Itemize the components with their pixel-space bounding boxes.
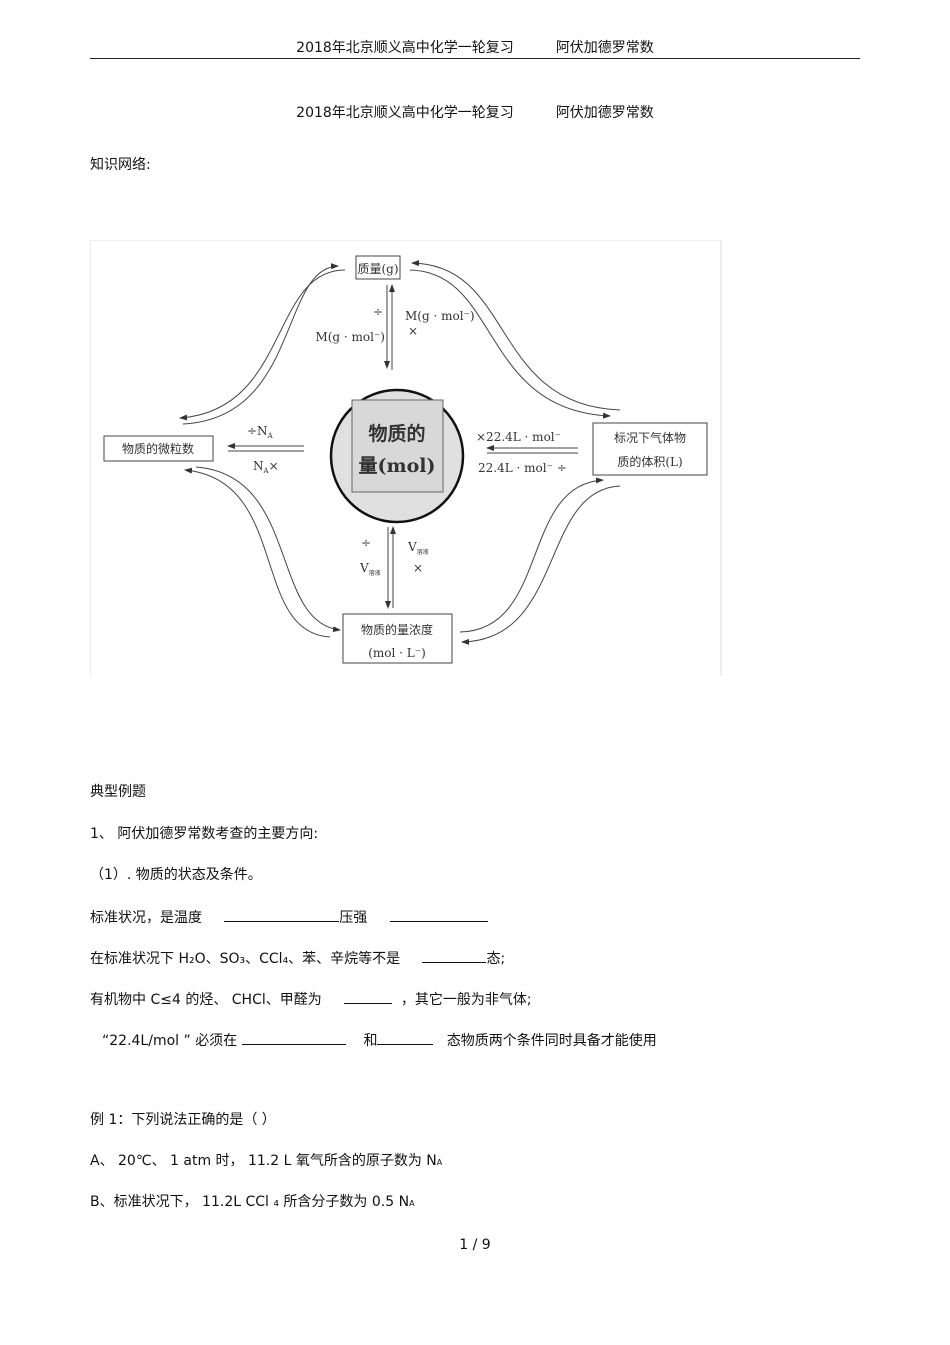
bottom-right-label: V溶液 — [407, 540, 429, 556]
top-right-label: M(g · mol⁻) — [405, 309, 475, 323]
section-examples-heading: 典型例题 — [90, 784, 146, 800]
document-title: 2018年北京顺义高中化学一轮复习 阿伏加德罗常数 — [0, 104, 950, 122]
curve-arrow-top-right-in — [411, 260, 621, 411]
curve-arrow-bottom-left-in — [184, 467, 331, 638]
top-left-label: M(g · mol⁻) — [315, 330, 385, 344]
concentration-box — [342, 613, 453, 664]
blank-condition[interactable] — [241, 1030, 346, 1045]
particles-box — [103, 435, 214, 462]
header-title: 2018年北京顺义高中化学一轮复习 — [296, 40, 514, 56]
right-mul-label: ×22.4L · mol⁻ — [476, 430, 561, 444]
question-1-part-1: （1）. 物质的状态及条件。 — [90, 867, 262, 883]
straight-arrows — [227, 284, 578, 609]
diagram-frame — [90, 240, 722, 676]
bottom-mul-sign: × — [413, 561, 423, 575]
top-mul-sign: × — [408, 324, 418, 338]
curve-arrow-bottom-right-out — [459, 477, 604, 633]
line-stp: 标准状况，是温度 压强 — [90, 907, 488, 927]
center-square — [351, 399, 444, 493]
mass-box — [355, 255, 401, 280]
gas-volume-box — [592, 422, 708, 476]
example-1: 例 1：下列说法正确的是（ ） — [90, 1112, 276, 1128]
blank-organic-state[interactable] — [344, 989, 392, 1004]
particles-box-label: 物质的微粒数 — [122, 441, 194, 456]
line-non-gas: 在标准状况下 H₂O、SO₃、CCl₄、苯、辛烷等不是 态; — [90, 948, 505, 968]
title-topic: 阿伏加德罗常数 — [555, 105, 654, 121]
blank-temperature[interactable] — [224, 907, 340, 922]
gas-volume-label-line2: 质的体积(L) — [617, 454, 682, 469]
blank-pressure[interactable] — [389, 907, 488, 922]
curve-arrow-top-right-out — [409, 269, 611, 419]
left-div-label: ÷NA — [247, 424, 274, 440]
curve-arrow-bottom-right-in — [461, 485, 621, 645]
blank-state-2[interactable] — [377, 1030, 434, 1045]
curve-arrow-top-left-in — [182, 263, 339, 425]
page-number: 1 / 9 — [459, 1237, 491, 1253]
running-header: 2018年北京顺义高中化学一轮复习 阿伏加德罗常数 — [0, 39, 950, 57]
section-knowledge-heading: 知识网络: — [90, 157, 151, 173]
option-b: B、标准状况下， 11.2L CCl ₄ 所含分子数为 0.5 NA — [90, 1194, 415, 1210]
bottom-div-sign: ÷ — [361, 536, 371, 550]
header-divider — [90, 58, 860, 59]
option-a: A、 20℃、 1 atm 时， 11.2 L 氧气所含的原子数为 NA — [90, 1153, 443, 1169]
right-div-label: 22.4L · mol⁻ ÷ — [478, 461, 567, 475]
mass-box-label: 质量(g) — [357, 262, 398, 276]
blank-state[interactable] — [422, 948, 487, 963]
title-main: 2018年北京顺义高中化学一轮复习 — [296, 105, 514, 121]
top-div-sign: ÷ — [373, 305, 383, 319]
line-organic: 有机物中 C≤4 的烃、 CHCl、甲醛为 ，其它一般为非气体; — [90, 989, 532, 1009]
left-mul-label: NA× — [253, 459, 279, 475]
bottom-left-label: V溶液 — [359, 561, 381, 577]
curve-arrow-top-left-out — [179, 269, 346, 421]
concentration-label-line1: 物质的量浓度 — [361, 622, 433, 637]
line-22-4: “22.4L/mol ” 必须在 和 态物质两个条件同时具备才能使用 — [102, 1030, 657, 1050]
curve-arrow-bottom-left-out — [195, 466, 341, 633]
header-subtitle: 阿伏加德罗常数 — [555, 40, 654, 56]
center-label-line1: 物质的 — [368, 422, 425, 445]
question-1: 1、 阿伏加德罗常数考查的主要方向: — [90, 826, 319, 842]
curved-arrows — [179, 260, 621, 645]
center-label-line2: 量(mol) — [359, 455, 436, 477]
concentration-label-line2: (mol · L⁻) — [368, 646, 426, 660]
gas-volume-label-line1: 标况下气体物 — [614, 430, 686, 445]
knowledge-network-diagram: 物质的 量(mol) 质量(g) 物质的微粒数 标况下气体物 质的体积(L) 物… — [90, 240, 722, 676]
